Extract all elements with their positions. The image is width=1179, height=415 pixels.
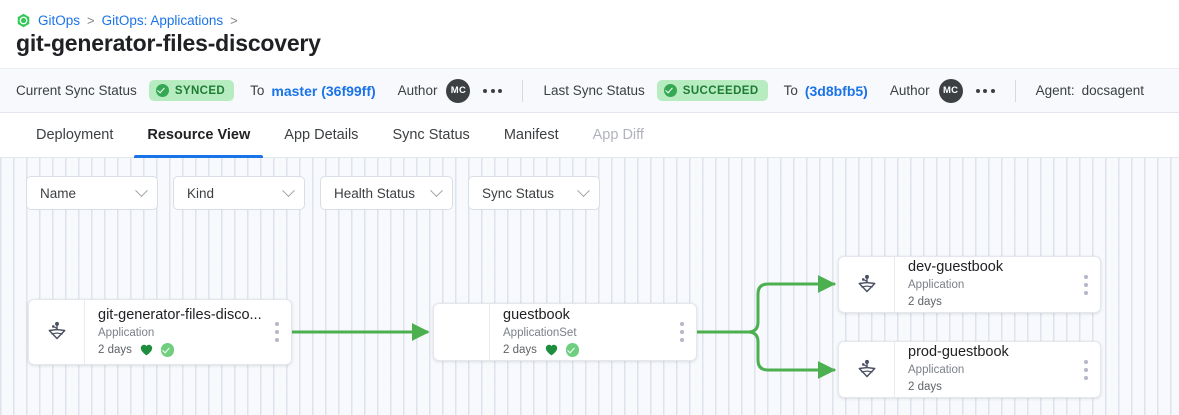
graph-node-appset-body: guestbook ApplicationSet 2 days [490,304,668,360]
graph-node-root-body: git-generator-files-disco... Application… [85,300,263,364]
breadcrumb-item-gitops[interactable]: GitOps [38,12,81,28]
argo-application-icon [29,300,85,364]
graph-node-root-kind: Application [98,326,155,339]
more-vertical-icon-prod[interactable] [1072,342,1100,397]
graph-node-prod-guestbook-title: prod-guestbook [908,344,1009,360]
filter-kind[interactable]: Kind [173,176,305,210]
filter-sync-status[interactable]: Sync Status [468,176,600,210]
last-to-label: To [783,83,798,98]
graph-node-prod-guestbook-body: prod-guestbook Application 2 days [895,342,1072,397]
status-badge-synced: SYNCED [148,80,235,101]
sync-check-icon[interactable] [565,343,580,357]
graph-node-dev-guestbook-meta: 2 days [908,294,1072,311]
graph-node-prod-guestbook[interactable]: prod-guestbook Application 2 days [838,341,1101,398]
more-vertical-icon-dev[interactable] [1072,257,1100,312]
check-circle-icon [155,84,169,97]
tab-app-details[interactable]: App Details [284,127,359,143]
chevron-down-icon [135,183,148,197]
graph-node-dev-guestbook-age: 2 days [908,296,942,308]
graph-node-appset-icon-slot [434,304,490,360]
agent-value: docsagent [1081,83,1144,98]
tab-sync-status[interactable]: Sync Status [392,127,470,143]
tab-app-diff: App Diff [592,127,644,143]
graph-node-prod-guestbook-kind: Application [908,364,965,376]
more-horizontal-icon-current[interactable] [483,88,503,93]
current-author-avatar[interactable]: MC [446,78,471,103]
chevron-down-icon [577,183,590,197]
status-badge-succeeded-label: SUCCEEDED [682,84,759,97]
graph-node-root-age: 2 days [98,343,132,356]
more-horizontal-icon-last[interactable] [975,88,995,93]
argo-application-icon [839,342,895,397]
filter-health-status-label: Health Status [334,185,416,201]
filter-name[interactable]: Name [26,176,158,210]
current-to-label: To [250,83,265,98]
current-revision-link[interactable]: master (36f99ff) [271,82,376,99]
page-title: git-generator-files-discovery [16,30,321,56]
more-vertical-icon-root[interactable] [263,300,291,364]
filter-kind-label: Kind [187,185,215,201]
status-bar: Current Sync Status SYNCED To master (36… [0,68,1179,113]
resource-graph-canvas[interactable]: Name Kind Health Status Sync Status [0,158,1179,415]
graph-node-dev-guestbook[interactable]: dev-guestbook Application 2 days [838,256,1101,313]
chevron-down-icon [282,183,295,197]
breadcrumb-separator-2: > [230,12,238,28]
gitops-hex-icon [16,13,31,28]
agent-label: Agent: [1035,83,1075,98]
filter-bar: Name Kind Health Status Sync Status [26,176,600,210]
graph-node-appset-meta: 2 days [503,342,668,359]
filter-sync-status-label: Sync Status [482,185,555,201]
current-author-label: Author [397,83,438,98]
status-badge-succeeded: SUCCEEDED [656,80,768,101]
filter-health-status[interactable]: Health Status [320,176,453,210]
last-author-avatar[interactable]: MC [938,78,963,103]
graph-node-root[interactable]: git-generator-files-disco... Application… [28,299,292,365]
graph-node-dev-guestbook-kind: Application [908,279,965,291]
status-divider-2 [1014,79,1016,102]
last-author-label: Author [889,83,930,98]
check-circle-icon-2 [663,84,677,97]
graph-node-prod-guestbook-age: 2 days [908,381,942,393]
graph-node-root-title: git-generator-files-disco... [98,306,262,323]
breadcrumb-separator: > [87,12,95,28]
last-sync-status-label: Last Sync Status [543,83,645,98]
last-revision-link[interactable]: (3d8bfb5) [804,82,868,99]
filter-name-label: Name [40,185,77,201]
graph-node-dev-guestbook-body: dev-guestbook Application 2 days [895,257,1072,312]
graph-node-appset-kind: ApplicationSet [503,326,577,339]
tab-deployment[interactable]: Deployment [36,127,114,143]
graph-node-appset-age: 2 days [503,343,537,356]
tab-manifest[interactable]: Manifest [503,127,559,143]
graph-node-appset[interactable]: guestbook ApplicationSet 2 days [433,303,697,361]
health-heart-icon[interactable] [140,344,153,356]
status-divider-1 [522,79,524,102]
health-heart-icon[interactable] [545,344,558,356]
chevron-down-icon [430,183,443,197]
graph-node-prod-guestbook-meta: 2 days [908,379,1072,396]
status-badge-synced-label: SYNCED [174,84,226,97]
current-sync-status-label: Current Sync Status [16,83,137,98]
breadcrumb: GitOps > GitOps: Applications > [16,9,238,31]
tab-resource-view[interactable]: Resource View [130,113,267,158]
more-vertical-icon-appset[interactable] [668,304,696,360]
graph-node-dev-guestbook-title: dev-guestbook [908,259,1004,275]
breadcrumb-item-gitops-applications[interactable]: GitOps: Applications [101,12,224,28]
tab-bar: Deployment Resource View App Details Syn… [0,113,1179,158]
argo-application-icon [839,257,895,312]
graph-node-root-meta: 2 days [98,342,263,359]
graph-node-appset-title: guestbook [503,306,570,323]
sync-check-icon[interactable] [160,343,175,357]
